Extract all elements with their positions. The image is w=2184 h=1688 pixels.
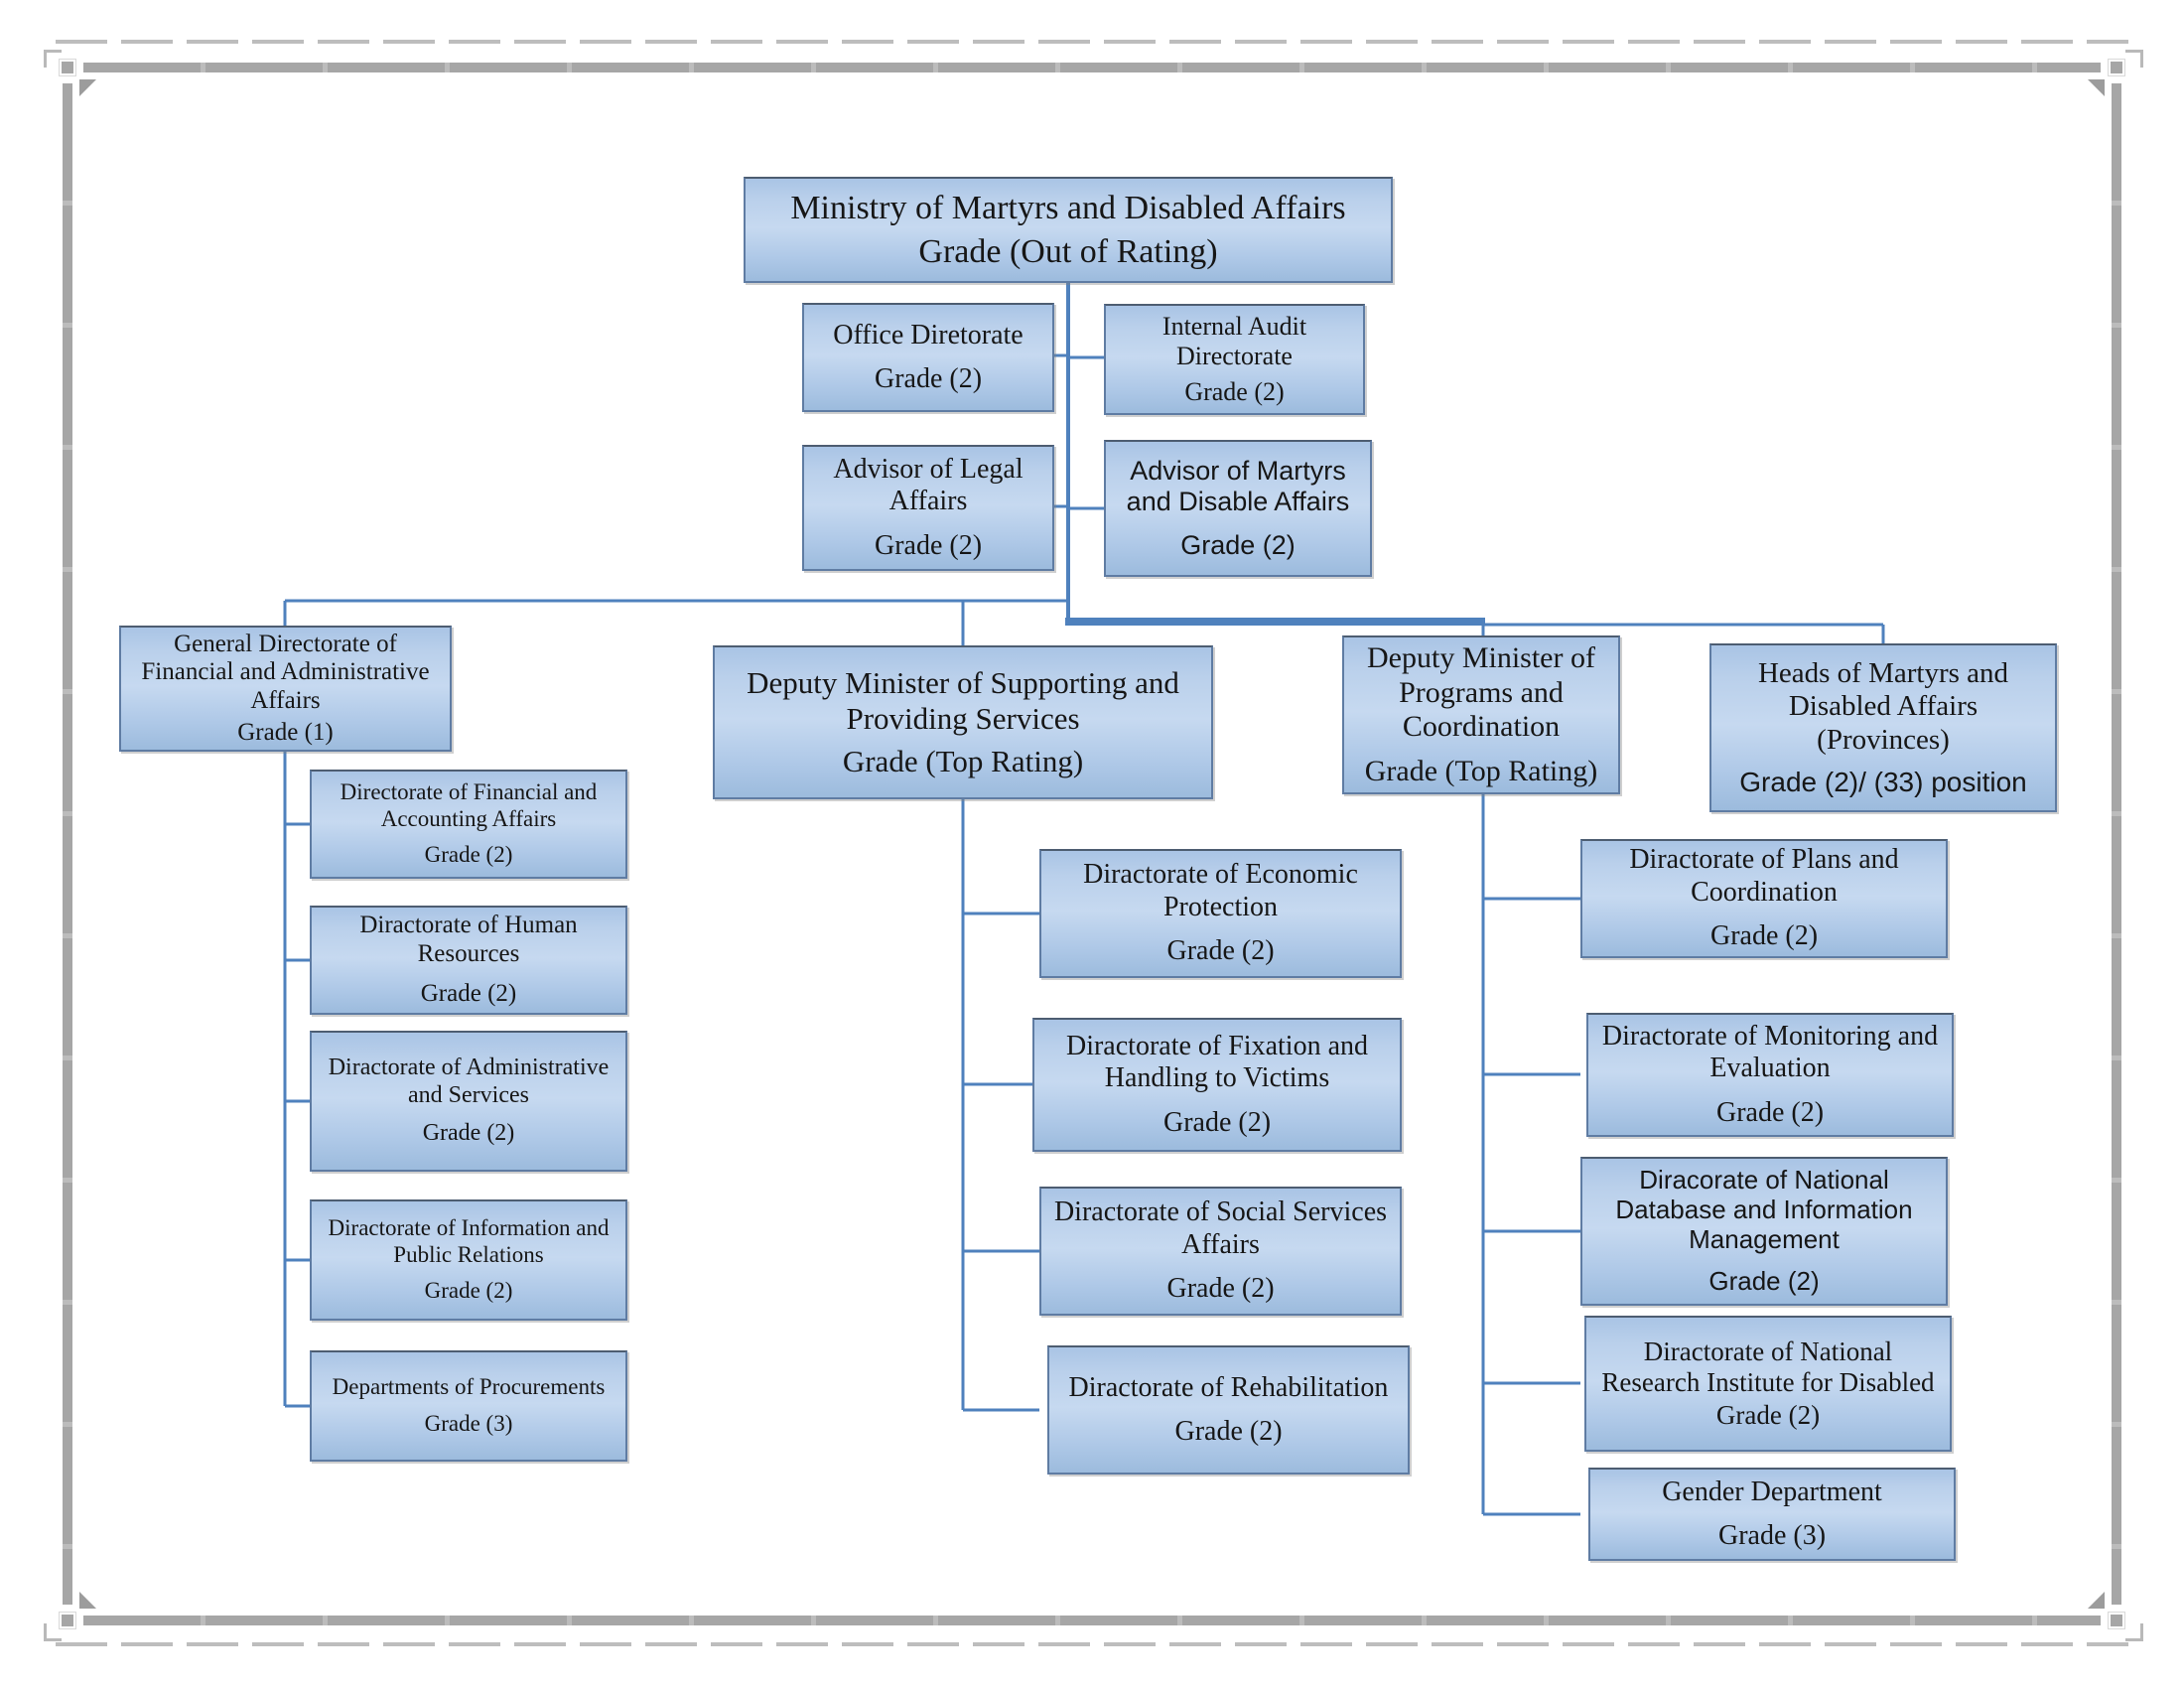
node-grade: Grade (2)	[420, 980, 517, 1007]
node-title: Office Diretorate	[833, 319, 1024, 351]
node-grade: Grade (2)/ (33) position	[1739, 766, 2027, 797]
org-node-advisor-legal: Advisor of Legal Affairs Grade (2)	[802, 445, 1054, 571]
page-corner-mark	[2125, 50, 2143, 68]
node-grade: Grade (1)	[237, 718, 334, 746]
page-border-left-bar	[63, 83, 72, 1605]
node-grade: Grade (2)	[1166, 935, 1275, 967]
node-title: Deputy Minister of Supporting and Provid…	[747, 665, 1179, 736]
node-title: Directorate of Financial and Accounting …	[340, 779, 598, 831]
page-corner-square	[62, 1615, 73, 1626]
page-border-top-dashes	[56, 40, 2128, 44]
node-grade: Grade (2)	[424, 842, 513, 868]
node-title: Diracorate of National Database and Info…	[1615, 1165, 1913, 1255]
org-node-heads-provinces: Heads of Martyrs and Disabled Affairs (P…	[1709, 643, 2057, 812]
node-grade: Grade (2)	[1162, 1106, 1272, 1138]
page-border-top-bar	[83, 63, 2101, 72]
org-node-social-services-affairs: Diractorate of Social Services Affairs G…	[1039, 1187, 1402, 1316]
org-node-ministry: Ministry of Martyrs and Disabled Affairs…	[744, 177, 1393, 283]
org-node-plans-coordination: Diractorate of Plans and Coordination Gr…	[1580, 839, 1948, 958]
node-title: Deputy Minister of Programs and Coordina…	[1367, 641, 1595, 743]
org-node-general-directorate-financial: General Directorate of Financial and Adm…	[119, 626, 452, 752]
node-title: Diractorate of Fixation and Handling to …	[1065, 1030, 1368, 1094]
page-border-bottom-bar	[83, 1616, 2101, 1625]
node-title: Ministry of Martyrs and Disabled Affairs	[790, 190, 1346, 227]
org-node-deputy-minister-programs: Deputy Minister of Programs and Coordina…	[1342, 635, 1620, 794]
node-grade: Grade (2)	[1184, 376, 1285, 406]
node-title: Internal Audit Directorate	[1161, 312, 1307, 371]
page-corner-square	[2111, 1615, 2122, 1626]
node-title: Diractorate of Information and Public Re…	[328, 1215, 610, 1267]
node-grade: Grade (Top Rating)	[1364, 754, 1598, 787]
node-grade: Grade (2)	[874, 363, 983, 395]
node-grade: Grade (2)	[1708, 1265, 1820, 1296]
page-corner-mark	[44, 50, 62, 68]
node-grade: Grade (2)	[1166, 1273, 1275, 1305]
page-corner-square	[62, 62, 73, 73]
node-grade: Grade (2)	[1715, 1096, 1825, 1128]
node-title: Advisor of Legal Affairs	[833, 453, 1024, 517]
node-grade: Grade (3)	[424, 1411, 513, 1437]
node-grade: Grade (3)	[1717, 1520, 1827, 1552]
org-node-procurements: Departments of Procurements Grade (3)	[310, 1350, 627, 1462]
org-node-financial-accounting: Directorate of Financial and Accounting …	[310, 770, 627, 879]
node-title: General Directorate of Financial and Adm…	[141, 630, 430, 715]
org-node-fixation-handling-victims: Diractorate of Fixation and Handling to …	[1032, 1018, 1402, 1152]
node-title: Diractorate of Plans and Coordination	[1629, 844, 1899, 908]
node-title: Diractorate of Human Resources	[359, 912, 578, 967]
node-grade: Grade (2)	[424, 1278, 513, 1304]
node-grade: Grade (2)	[1709, 920, 1819, 952]
org-node-internal-audit: Internal Audit Directorate Grade (2)	[1104, 304, 1365, 415]
node-title: Diractorate of Rehabilitation	[1068, 1371, 1389, 1403]
node-grade: Grade (Top Rating)	[842, 744, 1084, 779]
org-node-advisor-martyrs: Advisor of Martyrs and Disable Affairs G…	[1104, 440, 1372, 577]
node-title: Diractorate of Social Services Affairs	[1053, 1196, 1388, 1260]
org-node-monitoring-evaluation: Diractorate of Monitoring and Evaluation…	[1586, 1013, 1954, 1137]
org-node-human-resources: Diractorate of Human Resources Grade (2)	[310, 906, 627, 1015]
node-title: Diractorate of Economic Protection	[1083, 859, 1358, 922]
node-title: Heads of Martyrs and Disabled Affairs (P…	[1757, 656, 2009, 756]
org-node-gender-department: Gender Department Grade (3)	[1588, 1468, 1956, 1561]
node-grade: Grade (2)	[874, 529, 983, 561]
page-corner-mark	[44, 1623, 62, 1641]
node-title: Advisor of Martyrs and Disable Affairs	[1126, 456, 1350, 517]
org-node-administrative-services: Diractorate of Administrative and Servic…	[310, 1031, 627, 1172]
node-grade: Grade (2)	[422, 1120, 515, 1147]
node-title: Diractorate of Monitoring and Evaluation	[1601, 1020, 1939, 1084]
node-title: Gender Department	[1662, 1476, 1882, 1507]
node-title: Diractorate of National Research Institu…	[1601, 1336, 1935, 1397]
node-grade: Grade (2)	[1180, 529, 1296, 560]
org-node-national-research-institute: Diractorate of National Research Institu…	[1584, 1316, 1952, 1452]
org-node-deputy-minister-supporting: Deputy Minister of Supporting and Provid…	[713, 645, 1213, 799]
org-node-information-public-relations: Diractorate of Information and Public Re…	[310, 1199, 627, 1321]
org-node-rehabilitation: Diractorate of Rehabilitation Grade (2)	[1047, 1345, 1410, 1475]
page-corner-square	[2111, 62, 2122, 73]
page-border-bottom-dashes	[56, 1642, 2128, 1646]
node-title: Diractorate of Administrative and Servic…	[328, 1055, 610, 1108]
page-border-right-bar	[2112, 83, 2121, 1605]
node-grade: Grade (Out of Rating)	[918, 232, 1218, 270]
page-corner-mark	[2125, 1623, 2143, 1641]
org-node-national-database: Diracorate of National Database and Info…	[1580, 1157, 1948, 1306]
org-node-office-directorate: Office Diretorate Grade (2)	[802, 303, 1054, 412]
org-node-economic-protection: Diractorate of Economic Protection Grade…	[1039, 849, 1402, 978]
node-title: Departments of Procurements	[332, 1374, 606, 1400]
node-grade: Grade (2)	[1174, 1416, 1283, 1448]
node-grade: Grade (2)	[1715, 1400, 1821, 1431]
